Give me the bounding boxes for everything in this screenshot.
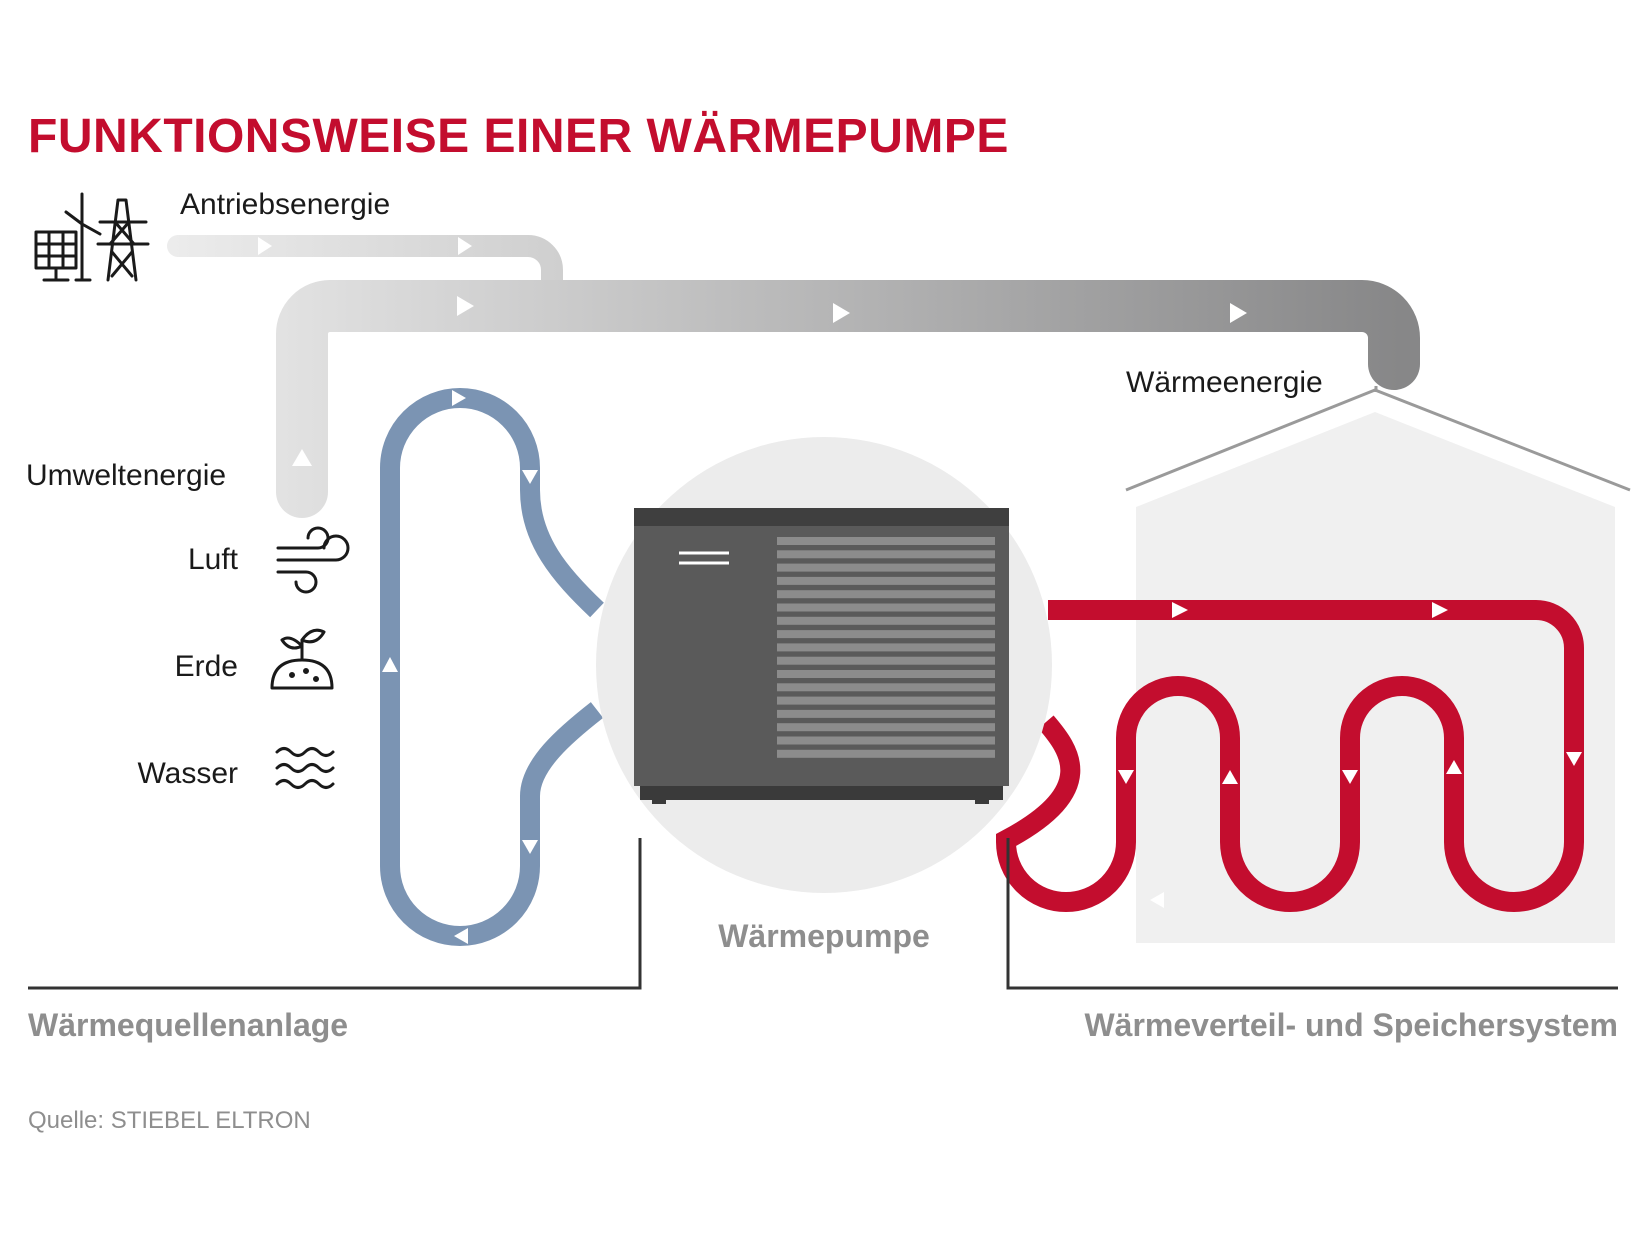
wind-icon bbox=[276, 526, 350, 594]
source-flow-arrow bbox=[522, 840, 538, 854]
drive-energy-pipe bbox=[167, 235, 563, 311]
grille-slat bbox=[777, 723, 995, 732]
distribution-section-label: Wärmeverteil- und Speichersystem bbox=[1084, 1007, 1618, 1043]
heat-pump-fan-grille bbox=[777, 537, 995, 758]
section-brackets bbox=[28, 838, 1618, 990]
flow-arrow bbox=[833, 303, 850, 323]
heating-flow-arrow bbox=[1566, 752, 1582, 766]
grille-slat bbox=[777, 590, 995, 599]
solar-wind-pylon-icon bbox=[34, 192, 150, 282]
heat-pump-lid bbox=[634, 508, 1009, 526]
environmental-energy-label: Umweltenergie bbox=[26, 459, 226, 492]
grille-slat bbox=[777, 709, 995, 718]
heat-pump-base bbox=[640, 786, 1003, 800]
drive-energy-label: Antriebsenergie bbox=[180, 188, 390, 221]
flow-arrow bbox=[1230, 303, 1247, 323]
house bbox=[1125, 388, 1631, 943]
page-title: FUNKTIONSWEISE EINER WÄRMEPUMPE bbox=[28, 110, 1009, 163]
sprout-soil-icon bbox=[270, 628, 334, 690]
heat-energy-pipe bbox=[276, 280, 1420, 518]
grille-slat bbox=[777, 696, 995, 705]
heating-flow-arrow bbox=[1342, 770, 1358, 784]
flow-arrow bbox=[458, 237, 472, 255]
heat-pump bbox=[596, 437, 1052, 893]
flow-arrow bbox=[258, 237, 272, 255]
earth-label: Erde bbox=[175, 650, 238, 683]
heating-flow-arrow bbox=[1172, 602, 1188, 618]
heat-pump-foot bbox=[975, 800, 989, 804]
heat-source-section-label: Wärmequellenanlage bbox=[28, 1007, 348, 1043]
source-flow-arrow bbox=[454, 928, 468, 944]
heating-flow-arrow bbox=[1446, 760, 1462, 774]
source-flow-arrow bbox=[382, 657, 398, 672]
grille-slat bbox=[777, 616, 995, 625]
grille-slat bbox=[777, 603, 995, 612]
heat-pump-label: Wärmepumpe bbox=[718, 918, 930, 954]
grille-slat bbox=[777, 643, 995, 652]
heating-flow-arrow bbox=[1118, 770, 1134, 784]
heating-flow-arrow bbox=[1150, 892, 1164, 908]
heat-energy-label: Wärmeenergie bbox=[1126, 366, 1323, 399]
flow-arrow bbox=[457, 296, 474, 316]
grille-slat bbox=[777, 656, 995, 665]
grille-slat bbox=[777, 630, 995, 639]
waves-icon bbox=[275, 747, 335, 789]
grille-slat bbox=[777, 683, 995, 692]
energy-flow-pipes bbox=[167, 235, 1420, 518]
grille-slat bbox=[777, 749, 995, 758]
grille-slat bbox=[777, 563, 995, 572]
grille-slat bbox=[777, 670, 995, 678]
grille-slat bbox=[777, 576, 995, 585]
heat-pump-logo bbox=[679, 551, 729, 565]
grille-slat bbox=[777, 736, 995, 745]
heating-loop bbox=[996, 600, 1584, 912]
heating-flow-arrow bbox=[1222, 770, 1238, 784]
air-label: Luft bbox=[188, 543, 239, 576]
grille-slat bbox=[777, 550, 995, 559]
distribution-bracket bbox=[1006, 838, 1618, 990]
source-bracket bbox=[28, 838, 642, 990]
water-label: Wasser bbox=[137, 757, 238, 790]
source-note: Quelle: STIEBEL ELTRON bbox=[28, 1107, 311, 1134]
heat-pump-foot bbox=[652, 800, 666, 804]
flow-arrow bbox=[292, 449, 312, 466]
heating-flow-arrow bbox=[1432, 602, 1448, 618]
grille-slat bbox=[777, 537, 995, 545]
source-flow-arrow bbox=[452, 390, 466, 406]
source-flow-arrow bbox=[522, 470, 538, 484]
heat-source-loop bbox=[380, 388, 604, 946]
